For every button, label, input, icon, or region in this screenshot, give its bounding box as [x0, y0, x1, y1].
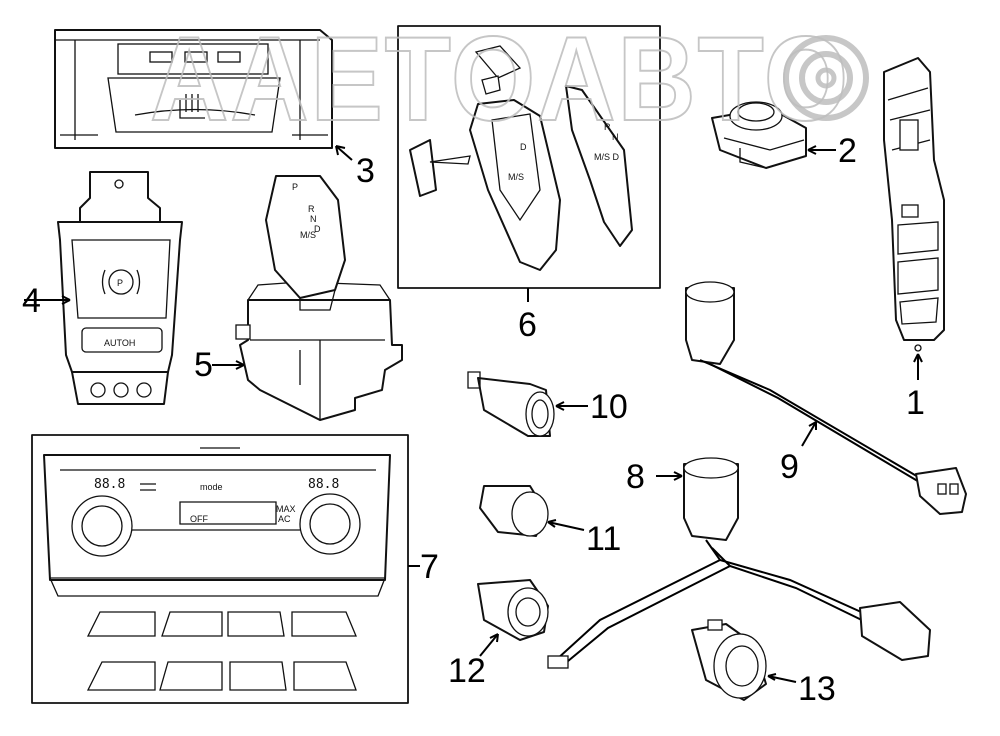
part-6-shift-lever-kit: D M/S R N M/S D: [397, 25, 661, 289]
off-label: OFF: [190, 514, 208, 524]
callout-3: 3: [356, 152, 375, 190]
part-3-seat-heat-switch: [54, 29, 333, 149]
svg-text:N: N: [310, 214, 317, 224]
max-label: MAX: [276, 504, 296, 514]
callout-2: 2: [838, 132, 857, 170]
callout-7: 7: [420, 548, 439, 586]
callout-4: 4: [22, 282, 41, 320]
callout-1: 1: [906, 384, 925, 422]
part-10-power-socket: [467, 371, 555, 437]
svg-text:D: D: [314, 224, 321, 234]
callout-13: 13: [798, 670, 836, 708]
leader-lines: [24, 145, 923, 683]
svg-text:P: P: [292, 182, 298, 192]
watermark: AAETOABTO: [150, 12, 850, 146]
left-temp-display: 88.8: [94, 477, 125, 492]
part-13-bezel-ring: [691, 619, 767, 701]
watermark-logo-icon: [783, 35, 869, 121]
part-12-power-socket: [477, 579, 549, 641]
svg-text:R: R: [604, 122, 611, 132]
part-11-socket-cap: [479, 485, 549, 537]
park-brake-symbol: P: [117, 278, 123, 288]
autoh-label: AUTOH: [104, 338, 135, 348]
part-7-climate-panel: 88.8 88.8 mode OFF MAX AC: [31, 434, 409, 704]
part-8-aux-socket-harness: [547, 457, 931, 669]
callout-5: 5: [194, 346, 213, 384]
part-4-parking-brake-switch: P AUTOH: [57, 171, 183, 405]
callout-12: 12: [448, 652, 486, 690]
ac-label: AC: [278, 514, 291, 524]
part-9-usb-socket-harness: [685, 281, 967, 515]
part-1-control-strip: [883, 57, 945, 352]
svg-text:R: R: [308, 204, 315, 214]
svg-text:M/S D: M/S D: [594, 152, 620, 162]
svg-text:M/S: M/S: [300, 230, 316, 240]
callout-10: 10: [590, 388, 628, 426]
callout-numbers: 1 2 3 4 5 6 7 8 9 10 11 12 13: [22, 132, 925, 708]
callout-6: 6: [518, 306, 537, 344]
callout-8: 8: [626, 458, 645, 496]
mode-label: mode: [200, 482, 223, 492]
svg-text:N: N: [612, 132, 619, 142]
part-2-controller-knob: [711, 101, 807, 169]
part-5-gear-selector: P R N D M/S: [235, 175, 403, 421]
callout-9: 9: [780, 448, 799, 486]
callout-11: 11: [586, 520, 621, 558]
svg-text:M/S: M/S: [508, 172, 524, 182]
right-temp-display: 88.8: [308, 477, 339, 492]
svg-text:D: D: [520, 142, 527, 152]
